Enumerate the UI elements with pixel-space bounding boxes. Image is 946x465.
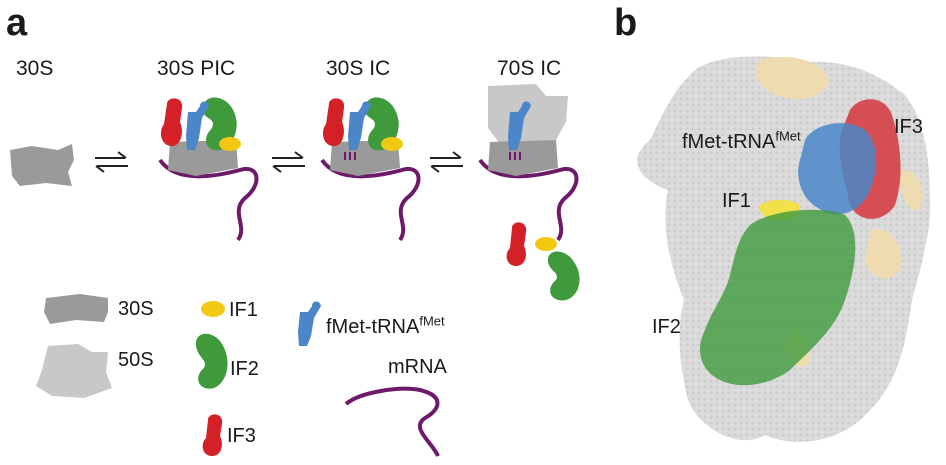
stage-label-70s-ic: 70S IC	[497, 57, 562, 80]
legend-mrna-shape	[344, 386, 440, 457]
stage4-30s-subunit	[488, 140, 558, 176]
stage3-codon-pairing	[344, 152, 356, 160]
stage1-30s-subunit	[10, 144, 74, 186]
stage-label-30s: 30S	[16, 57, 54, 80]
stage4-mrna	[478, 158, 579, 242]
panel-letter-b: b	[614, 2, 638, 44]
structure-label-if3: IF3	[894, 116, 923, 138]
structure-tan-patch-4	[899, 169, 923, 211]
stage3-mrna	[320, 158, 421, 242]
stage-label-30s-pic: 30S PIC	[157, 57, 236, 80]
stage-label-30s-ic: 30S IC	[326, 57, 391, 80]
released-if2	[547, 251, 580, 301]
structure-trna	[798, 123, 877, 215]
stage3-trna	[348, 101, 371, 150]
legend-if1-shape	[201, 301, 225, 317]
legend-label-if3: IF3	[227, 425, 256, 447]
stage2-if1	[219, 137, 241, 151]
released-if1	[535, 237, 557, 251]
stage4-codon-pairing	[509, 152, 521, 160]
legend-label-if1: IF1	[229, 299, 258, 321]
stage3-if1	[381, 137, 403, 151]
structure-if2	[700, 209, 856, 386]
legend-label-30s: 30S	[118, 298, 154, 320]
stage2-if3	[160, 98, 183, 146]
stage3-if3	[322, 98, 345, 146]
stage4-50s-subunit	[488, 84, 568, 144]
stage2-30s-pic	[158, 97, 259, 242]
structure-label-if2: IF2	[652, 316, 681, 338]
equilibrium-arrow-3	[430, 151, 463, 173]
structure-label-if1: IF1	[722, 190, 751, 212]
legend-50s-shape	[36, 344, 112, 398]
structure-tan-patch-1	[756, 56, 830, 100]
ribosome-structure	[637, 56, 931, 442]
legend-trna-shape	[298, 301, 321, 346]
legend-label-50s: 50S	[118, 349, 154, 371]
stage4-trna	[508, 101, 531, 150]
legend-label-if2: IF2	[230, 358, 259, 380]
structure-label-trna: fMet-tRNAfMet	[682, 128, 801, 153]
stage3-30s-ic	[320, 97, 421, 242]
legend-label-trna: fMet-tRNAfMet	[326, 313, 445, 338]
legend-if3-shape	[202, 414, 223, 456]
equilibrium-arrow-1	[95, 151, 128, 173]
legend-if2-shape	[195, 333, 228, 389]
structure-tan-patch-2	[865, 229, 901, 279]
stage2-mrna	[158, 158, 259, 242]
stage4-70s-ic	[478, 84, 580, 301]
legend-label-mrna: mRNA	[388, 356, 447, 378]
legend-30s-shape	[44, 294, 108, 324]
panel-letter-a: a	[6, 2, 28, 44]
released-if3	[506, 222, 527, 266]
stage2-trna	[186, 101, 209, 150]
equilibrium-arrow-2	[272, 151, 305, 173]
